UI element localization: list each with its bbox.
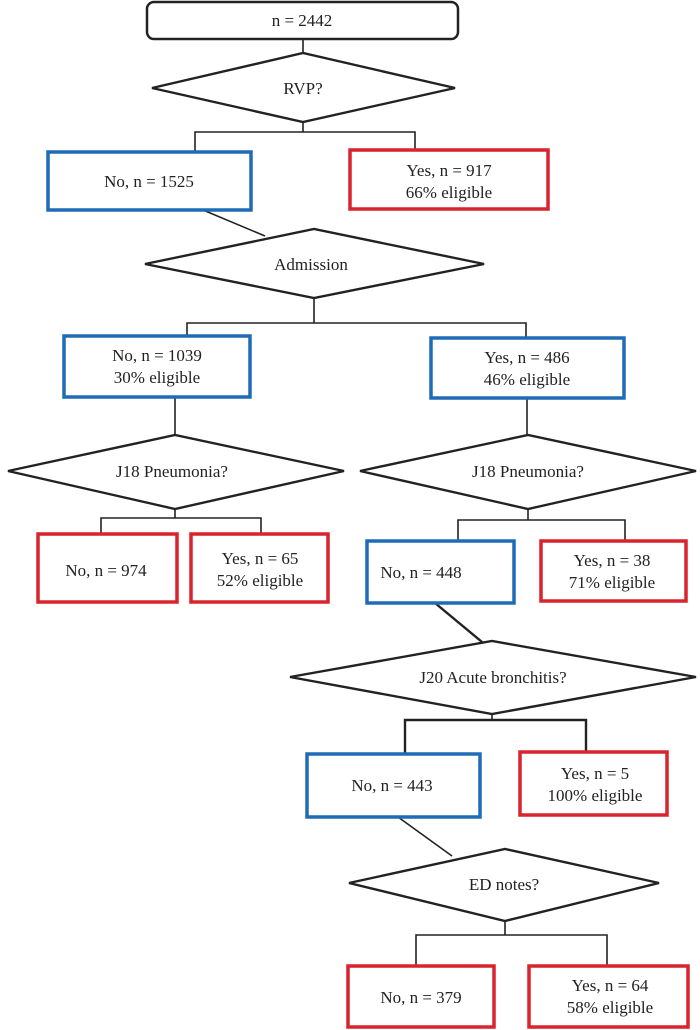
decision-label: ED notes? — [469, 875, 539, 894]
outcome-line: No, n = 448 — [380, 563, 461, 582]
outcome-line: No, n = 1039 — [112, 346, 202, 365]
decision-label: J20 Acute bronchitis? — [419, 668, 566, 687]
outcome-j18-right-no: No, n = 448 — [365, 539, 516, 605]
decision-j18-right: J18 Pneumonia? — [359, 433, 697, 511]
outcome-line: 30% eligible — [114, 368, 200, 387]
outcome-j18-left-no: No, n = 974 — [36, 532, 179, 604]
decision-j18-left: J18 Pneumonia? — [7, 433, 345, 511]
start-node: n = 2442 — [145, 0, 460, 41]
decision-rvp: RVP? — [151, 51, 456, 124]
outcome-rvp-yes: Yes, n = 917 66% eligible — [348, 148, 550, 211]
outcome-line: Yes, n = 64 — [572, 976, 649, 995]
outcome-line: Yes, n = 917 — [406, 161, 492, 180]
outcome-line: 46% eligible — [484, 370, 570, 389]
connector — [434, 602, 483, 643]
outcome-line: 100% eligible — [548, 786, 643, 805]
connector — [194, 131, 416, 152]
outcome-line: Yes, n = 38 — [574, 551, 651, 570]
outcome-j18-right-yes: Yes, n = 38 71% eligible — [539, 539, 688, 603]
decision-label: Admission — [274, 255, 348, 274]
outcome-j18-left-yes: Yes, n = 65 52% eligible — [189, 532, 330, 604]
decision-ed-notes: ED notes? — [348, 847, 660, 923]
connector — [415, 934, 608, 966]
outcome-line: Yes, n = 65 — [222, 549, 299, 568]
outcome-j20-yes: Yes, n = 5 100% eligible — [518, 750, 669, 817]
outcome-line: No, n = 443 — [351, 776, 432, 795]
outcome-line: 71% eligible — [569, 573, 655, 592]
start-label: n = 2442 — [272, 11, 333, 30]
connector — [403, 718, 588, 754]
outcome-admission-yes: Yes, n = 486 46% eligible — [429, 336, 626, 400]
decision-j20: J20 Acute bronchitis? — [289, 639, 697, 716]
outcome-ed-no: No, n = 379 — [346, 964, 496, 1029]
outcome-line: No, n = 379 — [380, 988, 461, 1007]
outcome-admission-no: No, n = 1039 30% eligible — [62, 334, 252, 399]
outcome-line: 52% eligible — [217, 571, 303, 590]
connector — [397, 816, 453, 857]
connector — [186, 322, 527, 338]
decision-label: J18 Pneumonia? — [472, 462, 584, 481]
decision-label: J18 Pneumonia? — [116, 462, 228, 481]
outcome-line: No, n = 1525 — [104, 172, 194, 191]
outcome-line: 58% eligible — [567, 998, 653, 1017]
outcome-line: 66% eligible — [406, 183, 492, 202]
connector — [100, 517, 262, 534]
outcome-j20-no: No, n = 443 — [305, 752, 482, 819]
decision-label: RVP? — [283, 79, 322, 98]
outcome-ed-yes: Yes, n = 64 58% eligible — [527, 964, 690, 1029]
connectors — [100, 39, 626, 966]
connector — [202, 209, 266, 237]
decision-admission: Admission — [144, 227, 485, 300]
outcome-rvp-no: No, n = 1525 — [46, 150, 253, 212]
outcome-line: No, n = 974 — [65, 561, 147, 580]
connector — [457, 519, 626, 541]
outcome-line: Yes, n = 5 — [561, 764, 629, 783]
outcome-line: Yes, n = 486 — [484, 348, 569, 367]
